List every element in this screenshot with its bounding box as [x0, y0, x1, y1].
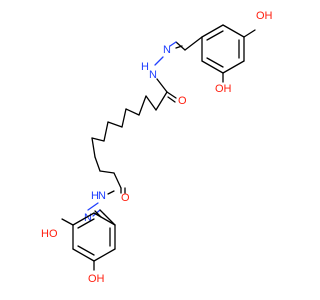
oxygen-label-top-carbonyl: O [178, 95, 187, 107]
hydrogen-label-top-nh: H [141, 61, 149, 73]
top-phenyl-ring [201, 24, 245, 74]
c-c-bond [184, 36, 203, 51]
carbonyl-bond [167, 96, 176, 103]
c-o-bond [243, 29, 256, 38]
c-o-bond [61, 218, 74, 226]
chemical-structure: OH OH N H N O O H N N [41, 10, 273, 285]
chain-bond [91, 137, 105, 142]
ring-bond [222, 60, 245, 74]
hydroxyl-label-bottom-ortho: HO [41, 228, 58, 240]
hydroxyl-label-top-para: OH [256, 10, 273, 22]
imine-double-bond-inner [175, 45, 183, 49]
chain-bond [107, 121, 123, 128]
hydroxyl-label-bottom-para: OH [88, 273, 105, 285]
ring-bond [201, 60, 224, 74]
nitrogen-label-top-amide: N [149, 69, 157, 81]
chain-bond [91, 137, 96, 158]
ring-double-bond [77, 218, 95, 229]
chain-bond [103, 121, 109, 142]
ring-bond [222, 24, 245, 38]
hydrogen-label-bottom-nh: H [91, 190, 99, 202]
ring-double-bond [206, 57, 224, 68]
chain-bond [113, 172, 122, 189]
c-n-bond [107, 190, 115, 195]
ring-bond [93, 212, 116, 226]
ring-bond [72, 212, 95, 226]
ring-double-bond [77, 245, 95, 256]
n-n-bond [154, 56, 164, 66]
imine-double-bond [169, 41, 177, 47]
chain-bond [99, 170, 115, 174]
ring-bond [93, 248, 116, 262]
bottom-phenyl-ring [72, 212, 116, 262]
ring-bond [201, 24, 224, 38]
ring-double-bond [206, 30, 224, 41]
chain-bond [138, 95, 147, 116]
hydroxyl-label-top-ortho: OH [215, 83, 232, 95]
nitrogen-label-top-imine: N [163, 44, 171, 56]
alkyl-chain [91, 91, 168, 174]
carbonyl-bond [166, 91, 177, 99]
chain-bond [155, 91, 168, 111]
chain-bond [121, 108, 127, 128]
chain-bond [94, 156, 101, 172]
c-c-bond [103, 213, 116, 226]
oxygen-label-bottom-carbonyl: O [121, 192, 130, 204]
n-n-bond [87, 202, 99, 211]
ring-bond [72, 248, 95, 262]
chain-bond [125, 108, 140, 116]
n-c-bond [156, 78, 168, 93]
nitrogen-label-bottom-amide: N [98, 190, 106, 202]
chain-bond [145, 95, 157, 111]
imine-double-bond [99, 209, 105, 215]
nitrogen-label-bottom-imine: N [84, 212, 92, 224]
